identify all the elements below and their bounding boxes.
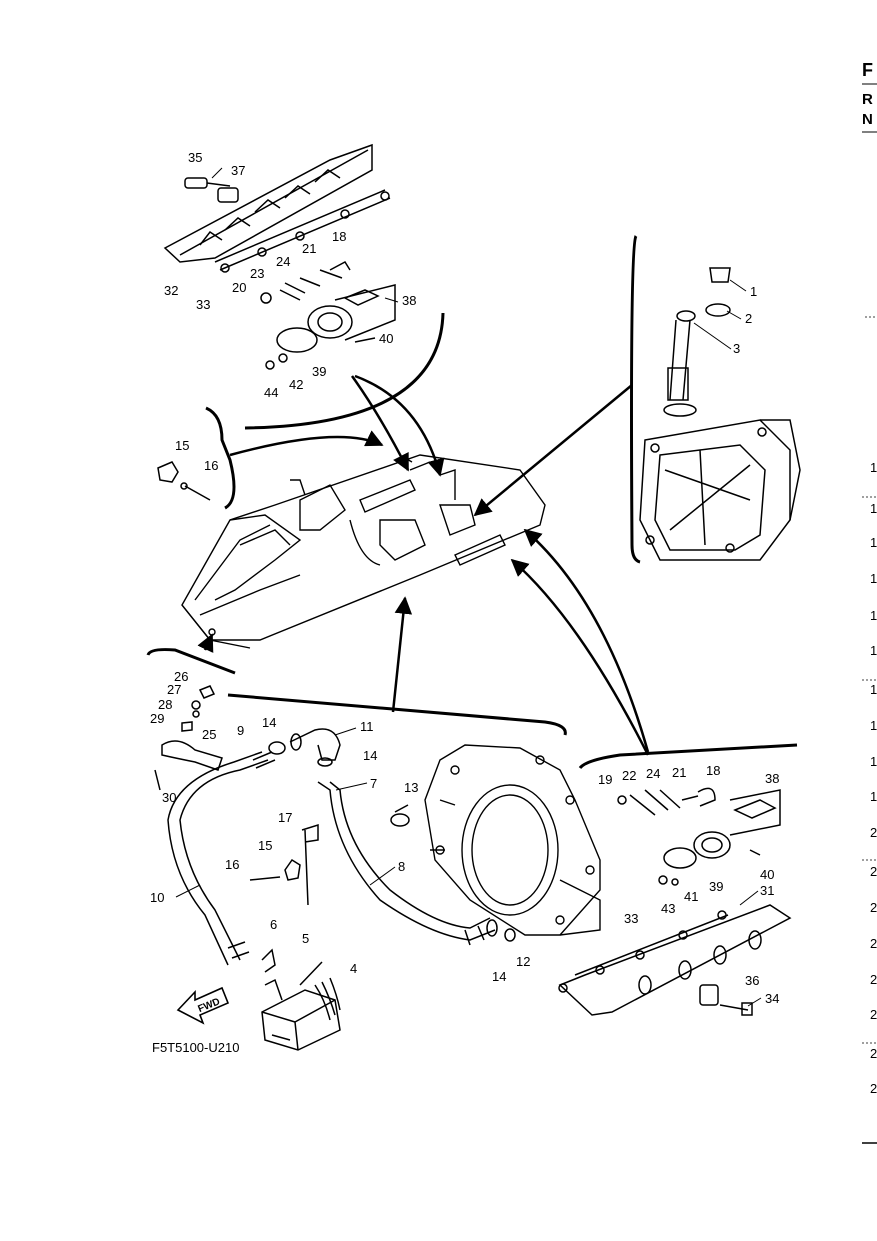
callout-22: 22	[622, 768, 636, 783]
right-row-18: 2	[870, 1081, 877, 1096]
jet-pump-inset	[639, 267, 801, 561]
right-row-12: 2	[870, 864, 877, 879]
right-row-7: 1	[870, 682, 877, 697]
callout-23: 23	[250, 266, 264, 281]
bottom-right-parts	[558, 787, 792, 1016]
right-row-2: 1	[870, 501, 877, 516]
callout-31: 31	[760, 883, 774, 898]
callout-24b: 24	[646, 766, 660, 781]
callout-14a: 14	[262, 715, 276, 730]
callout-1: 1	[750, 284, 757, 299]
left-small-parts	[154, 461, 223, 791]
figure-code: F5T5100-U210	[152, 1040, 239, 1055]
callout-24a: 24	[276, 254, 290, 269]
callout-39b: 39	[709, 879, 723, 894]
callout-28: 28	[158, 697, 172, 712]
right-row-15: 2	[870, 972, 877, 987]
right-row-3: 1	[870, 535, 877, 550]
leader-lines	[175, 167, 762, 1007]
water-box	[261, 977, 341, 1051]
callout-26: 26	[174, 669, 188, 684]
callout-29: 29	[150, 711, 164, 726]
callout-20: 20	[232, 280, 246, 295]
callout-10: 10	[150, 890, 164, 905]
callout-4: 4	[350, 961, 357, 976]
pump-housing	[424, 744, 601, 936]
callout-6: 6	[270, 917, 277, 932]
callout-33b: 33	[624, 911, 638, 926]
callout-36: 36	[745, 973, 759, 988]
callout-40b: 40	[760, 867, 774, 882]
right-row-4: 1	[870, 571, 877, 586]
callout-15b: 15	[258, 838, 272, 853]
callout-5: 5	[302, 931, 309, 946]
callout-16a: 16	[204, 458, 218, 473]
callout-35: 35	[188, 150, 202, 165]
callout-11: 11	[360, 719, 374, 734]
right-row-17: 2	[870, 1046, 877, 1061]
right-header-2: R	[862, 91, 873, 108]
callout-38b: 38	[765, 771, 779, 786]
callout-41: 41	[684, 889, 698, 904]
callout-37: 37	[231, 163, 245, 178]
right-row-9: 1	[870, 754, 877, 769]
right-row-16: 2	[870, 1007, 877, 1022]
callout-30: 30	[162, 790, 176, 805]
callout-38a: 38	[402, 293, 416, 308]
callout-18b: 18	[706, 763, 720, 778]
callout-18a: 18	[332, 229, 346, 244]
right-header-1: F	[862, 60, 873, 80]
callout-43: 43	[661, 901, 675, 916]
callout-42: 42	[289, 377, 303, 392]
callout-44: 44	[264, 385, 278, 400]
callout-33a: 33	[196, 297, 210, 312]
right-header-3: N	[862, 111, 873, 128]
callout-2: 2	[745, 311, 752, 326]
callout-14b: 14	[363, 748, 377, 763]
right-row-5: 1	[870, 608, 877, 623]
callout-labels: 1 2 3 4 5 6 7 8 9 10 11 12 13 14 14 14 1…	[150, 150, 779, 1006]
right-row-13: 2	[870, 900, 877, 915]
callout-8: 8	[398, 859, 405, 874]
right-row-11: 2	[870, 825, 877, 840]
callout-12: 12	[516, 954, 530, 969]
callout-7: 7	[370, 776, 377, 791]
right-edge-column: F R N 1 1 1 1 1 1 1 1 1 1 2 2 2 2 2 2 2 …	[862, 60, 877, 1144]
callout-13: 13	[404, 780, 418, 795]
callout-32: 32	[164, 283, 178, 298]
callout-40a: 40	[379, 331, 393, 346]
callout-frames	[146, 235, 798, 770]
callout-21b: 21	[672, 765, 686, 780]
callout-25: 25	[202, 727, 216, 742]
right-row-10: 1	[870, 789, 877, 804]
callout-27: 27	[167, 682, 181, 697]
callout-14c: 14	[492, 969, 506, 984]
right-row-6: 1	[870, 643, 877, 658]
pointer-arrows	[197, 374, 650, 756]
hoses-and-clamps	[167, 728, 516, 986]
callout-21a: 21	[302, 241, 316, 256]
callout-17: 17	[278, 810, 292, 825]
callout-34: 34	[765, 991, 779, 1006]
callout-39a: 39	[312, 364, 326, 379]
callout-3: 3	[733, 341, 740, 356]
right-row-14: 2	[870, 936, 877, 951]
callout-19: 19	[598, 772, 612, 787]
callout-9: 9	[237, 723, 244, 738]
callout-16b: 16	[225, 857, 239, 872]
right-row-8: 1	[870, 718, 877, 733]
right-row-1: 1	[870, 460, 877, 475]
fwd-direction-arrow: FWD	[176, 986, 230, 1025]
top-rail-assembly	[163, 143, 396, 370]
watercraft-hull	[181, 454, 546, 649]
callout-15a: 15	[175, 438, 189, 453]
